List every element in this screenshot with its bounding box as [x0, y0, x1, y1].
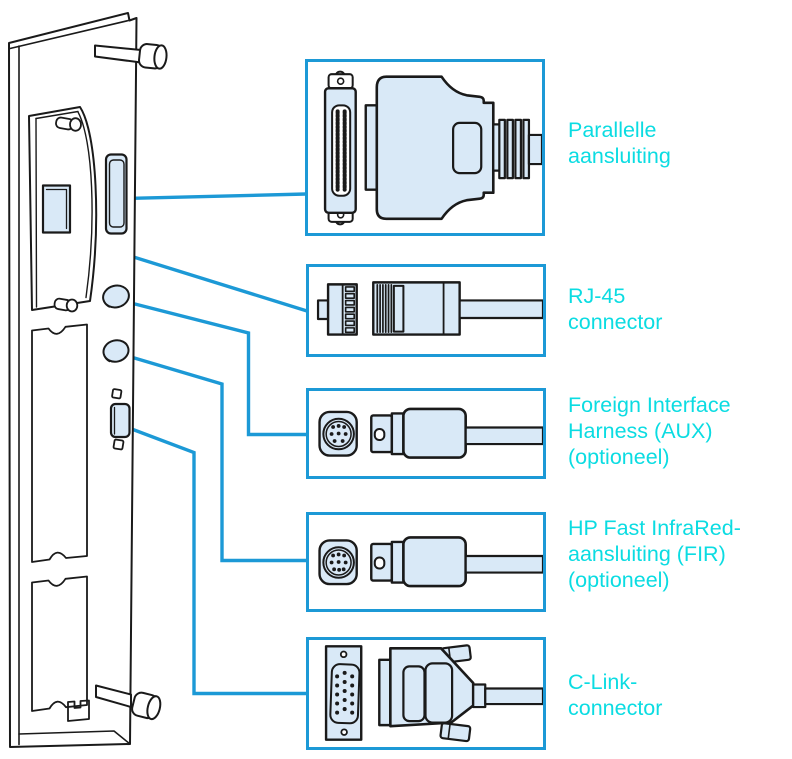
bottom-thumbscrew [95, 684, 162, 721]
fir-label: HP Fast InfraRed- aansluiting (FIR) (opt… [568, 515, 741, 593]
rj45-label: RJ-45 connector [568, 283, 662, 335]
label-line: connector [568, 310, 663, 334]
din-pins [329, 552, 348, 572]
label-line: Parallelle [568, 118, 657, 142]
label-line: C-Link- [568, 670, 638, 694]
parallel-connector-box [305, 59, 545, 236]
aux-connector-box [306, 388, 546, 479]
mini-din-aux-connector-icon [318, 407, 543, 459]
slot-covers [31, 323, 90, 722]
label-line: aansluiting (FIR) [568, 542, 726, 566]
label-line: Foreign Interface [568, 393, 731, 417]
mini-din-fir-connector-icon [318, 536, 543, 588]
din-pins [329, 424, 348, 443]
leader-aux [130, 301, 307, 437]
rj45-connector-icon [316, 281, 543, 336]
db15-clink-connector-icon [324, 644, 543, 743]
fir-connector-box [306, 512, 546, 612]
clink-connector-box [306, 637, 546, 750]
plug-contacts [376, 284, 393, 333]
fir-port [102, 339, 130, 363]
jack-teeth [344, 286, 355, 334]
clink-port [109, 388, 131, 451]
label-line: RJ-45 [568, 284, 626, 308]
parallel-label: Parallelle aansluiting [568, 117, 671, 169]
centronics-parallel-connector-icon [323, 70, 542, 226]
dsub-pins [335, 670, 355, 715]
label-line: (optioneel) [568, 445, 670, 469]
label-line: (optioneel) [568, 568, 670, 592]
label-line: aansluiting [568, 144, 671, 168]
rj45-port [41, 184, 72, 234]
parallel-port [104, 153, 128, 235]
top-thumbscrew [94, 43, 168, 70]
label-line: Harness (AUX) [568, 419, 713, 443]
aux-label: Foreign Interface Harness (AUX) (optione… [568, 392, 731, 470]
rj45-connector-box [306, 264, 546, 357]
aux-port [102, 284, 130, 309]
label-line: HP Fast InfraRed- [568, 516, 741, 540]
eio-card-door [28, 106, 98, 313]
label-line: connector [568, 696, 663, 720]
clink-label: C-Link- connector [568, 669, 662, 721]
leader-parallel [125, 192, 307, 201]
leader-clink [128, 426, 307, 696]
leader-fir [130, 355, 307, 563]
